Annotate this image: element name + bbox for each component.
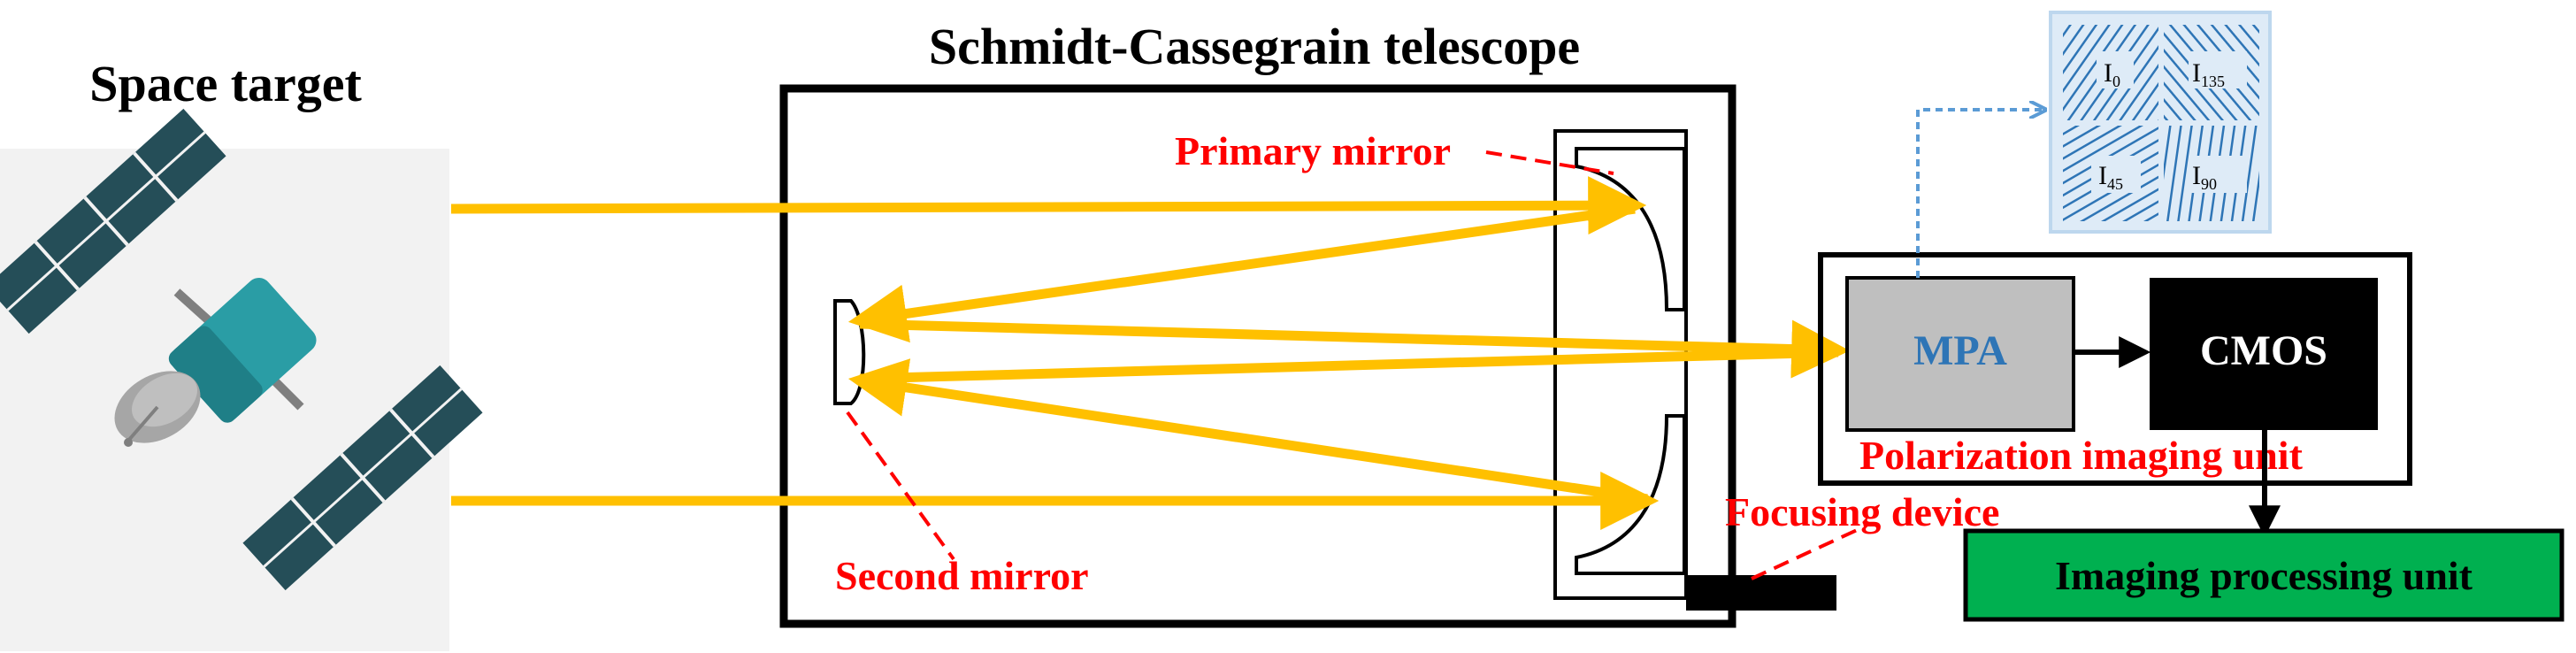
polarizer-cell-i90: I90	[2192, 161, 2217, 193]
imaging-processing-unit	[1963, 528, 2564, 622]
second-mirror-callout	[846, 411, 955, 561]
focusing-device	[1686, 575, 1836, 611]
mpa-block	[1845, 276, 2075, 432]
mpa-detail-link	[1916, 110, 2043, 278]
light-beams	[450, 176, 1851, 530]
polarizer-cell-i135: I135	[2192, 58, 2225, 90]
polarization-imaging-unit	[1818, 252, 2412, 486]
cmos-block	[2150, 278, 2378, 430]
polarization-unit-label: Polarization imaging unit	[1859, 433, 2304, 478]
primary-mirror-callout	[1485, 150, 1614, 175]
second-mirror-label: Second mirror	[835, 553, 1089, 598]
primary-mirror-upper	[1575, 147, 1686, 311]
mpa-label: MPA	[1913, 327, 2007, 374]
satellite-icon	[0, 108, 483, 651]
polarizer-cell-i0: I0	[2104, 58, 2120, 90]
space-target-title: Space target	[89, 55, 362, 112]
polarizer-array-icon: I0 I135 I45 I90	[2049, 11, 2272, 234]
telescope-title: Schmidt-Cassegrain telescope	[929, 18, 1580, 75]
focusing-device-label: Focusing device	[1725, 489, 1999, 534]
focusing-device-callout	[1751, 524, 1867, 580]
processing-unit-label: Imaging processing unit	[2055, 553, 2473, 598]
primary-mirror-label: Primary mirror	[1175, 128, 1451, 173]
polarizer-cell-i45: I45	[2098, 161, 2123, 193]
cmos-label: CMOS	[2200, 327, 2327, 374]
